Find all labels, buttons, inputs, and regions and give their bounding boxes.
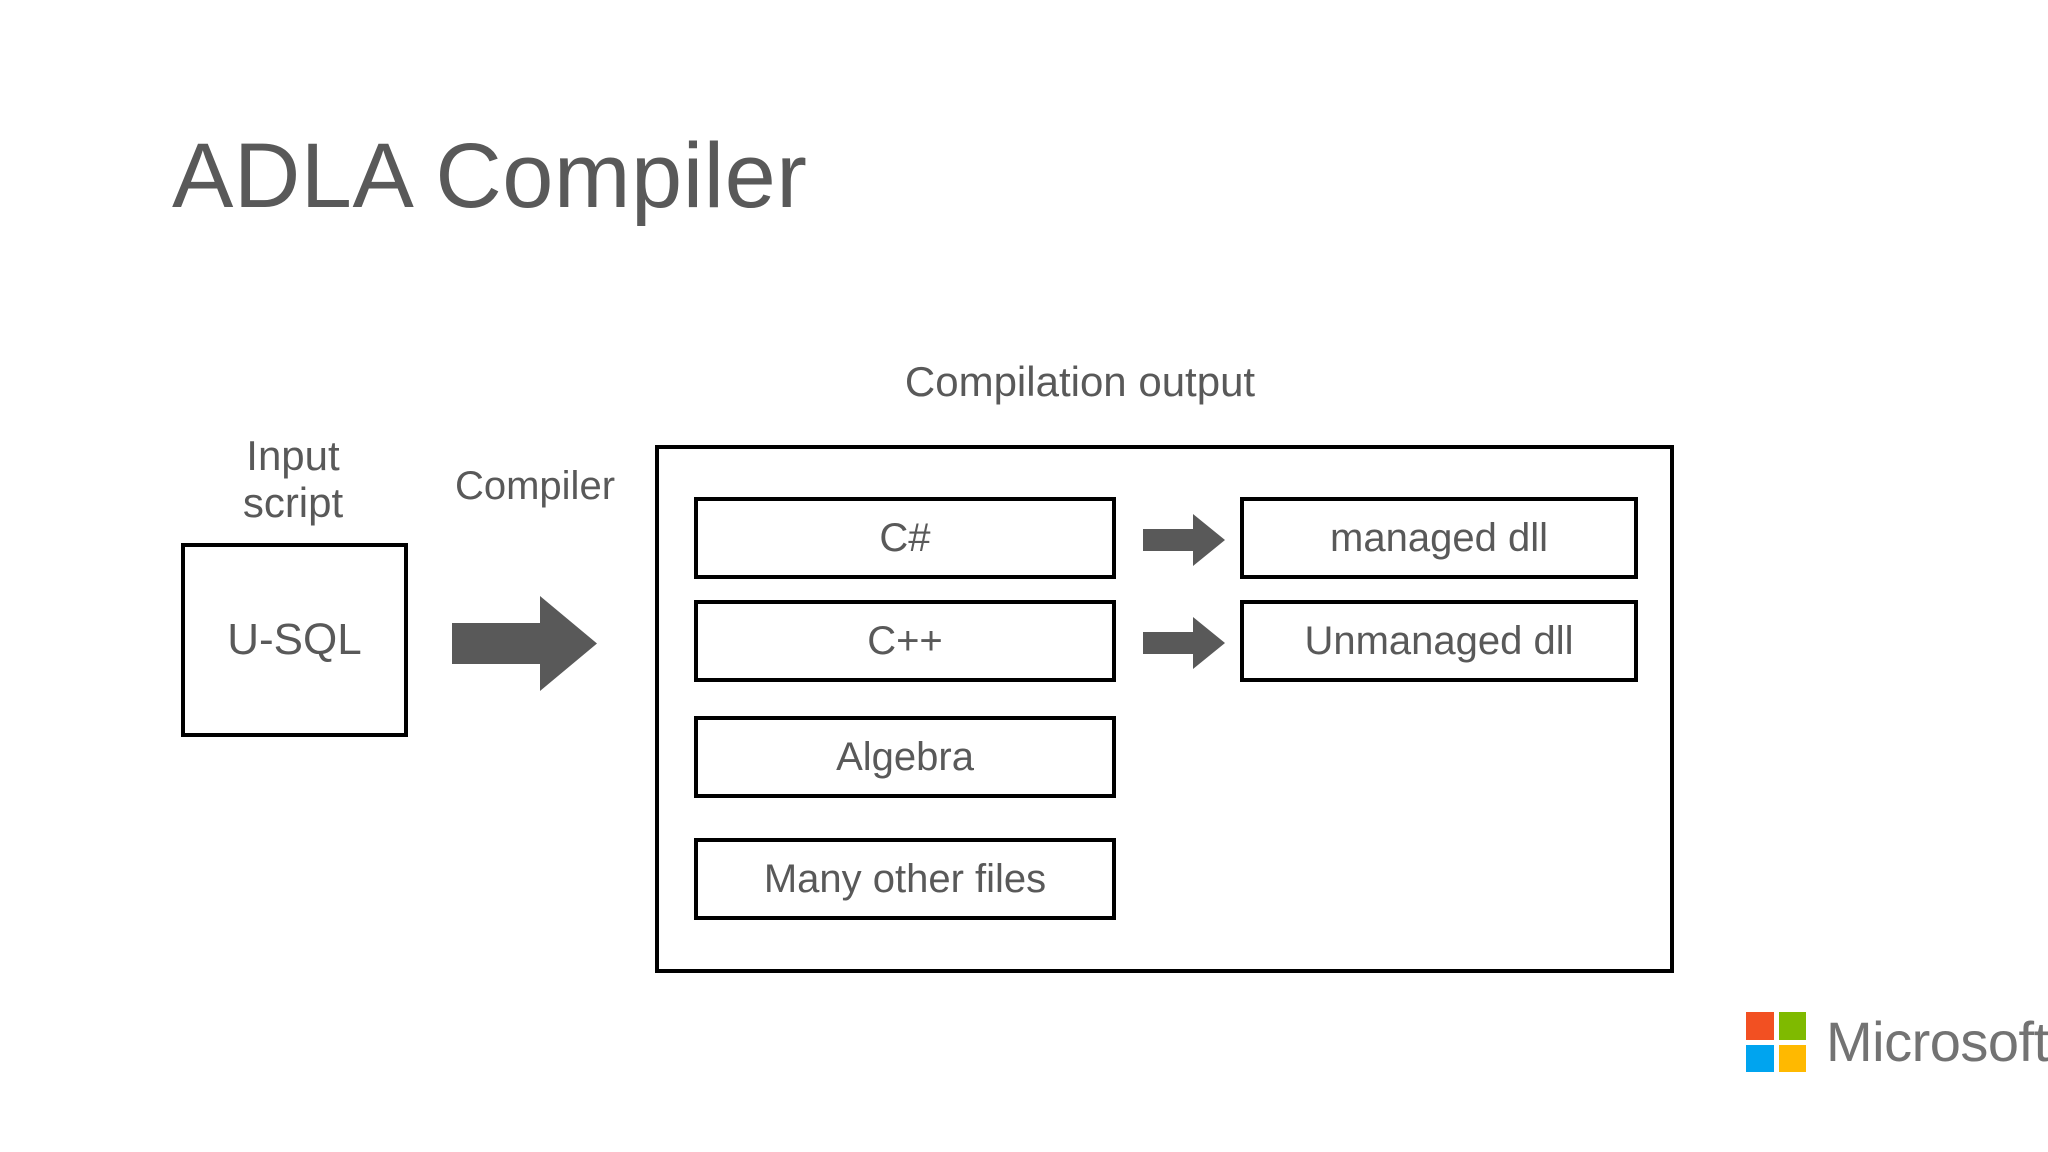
output-item-algebra: Algebra <box>694 716 1116 798</box>
microsoft-logo: Microsoft <box>1746 1012 2048 1072</box>
logo-square-blue <box>1746 1044 1774 1072</box>
output-item-label: Algebra <box>836 734 974 779</box>
logo-square-yellow <box>1778 1044 1806 1072</box>
logo-square-green <box>1778 1012 1806 1040</box>
microsoft-logo-squares-icon <box>1746 1012 1806 1072</box>
input-script-label: Input script <box>242 432 344 527</box>
block-arrow-right-icon <box>1143 617 1225 669</box>
logo-square-red <box>1746 1012 1774 1040</box>
input-script-box: U-SQL <box>181 543 408 737</box>
microsoft-wordmark: Microsoft <box>1826 1010 2048 1073</box>
page-title: ADLA Compiler <box>172 125 808 227</box>
output-item-managed-dll: managed dll <box>1240 497 1638 579</box>
output-item-many-other-files: Many other files <box>694 838 1116 920</box>
compiler-label: Compiler <box>454 464 616 508</box>
output-item-unmanaged-dll: Unmanaged dll <box>1240 600 1638 682</box>
output-item-label: Unmanaged dll <box>1304 618 1574 663</box>
output-item-csharp: C# <box>694 497 1116 579</box>
output-item-label: Many other files <box>763 856 1047 901</box>
output-item-label: C++ <box>867 618 943 663</box>
compilation-output-label: Compilation output <box>904 358 1256 405</box>
output-item-label: managed dll <box>1330 515 1548 560</box>
output-item-cpp: C++ <box>694 600 1116 682</box>
output-item-label: C# <box>879 515 931 560</box>
block-arrow-right-icon <box>452 596 597 691</box>
input-script-box-label: U-SQL <box>227 615 362 664</box>
block-arrow-right-icon <box>1143 514 1225 566</box>
